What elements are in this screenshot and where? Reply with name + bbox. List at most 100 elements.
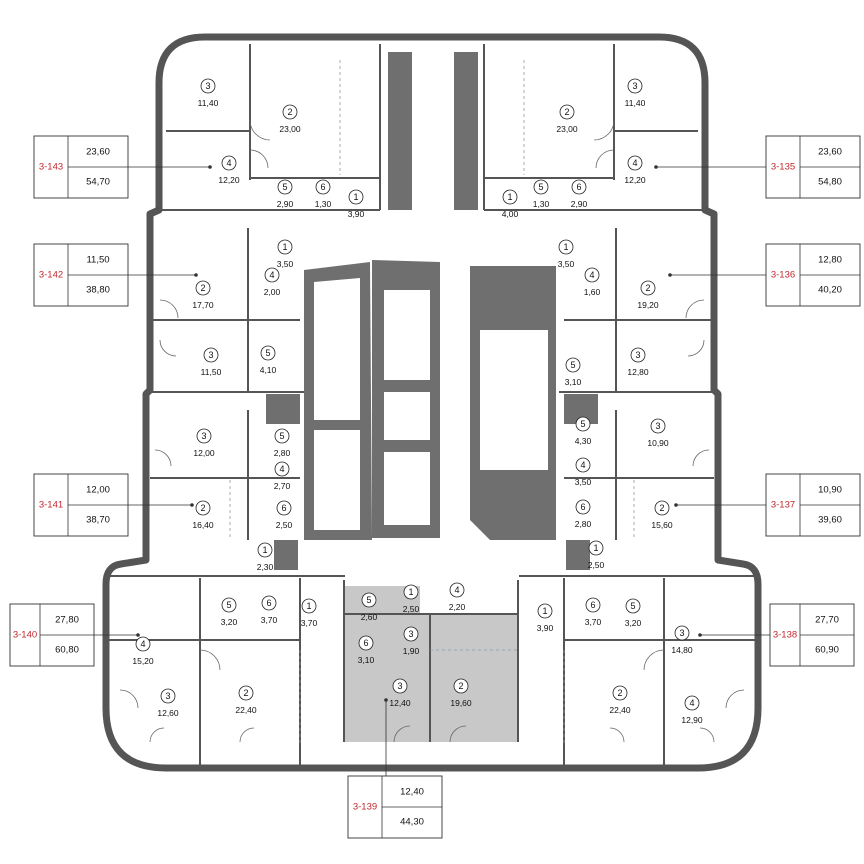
room-number: 1 [593,543,598,553]
room-number-circle [276,500,292,516]
room-number: 1 [542,606,547,616]
room-area: 2,60 [361,612,378,622]
apartment-code: 3-143 [39,162,63,173]
room-number-circle [654,500,670,516]
room-area: 12,00 [193,448,215,458]
room-area: 3,10 [358,655,375,665]
room-number: 3 [655,421,660,431]
room-label: 412,90 [681,695,703,725]
room-number: 3 [165,691,170,701]
room-number-circle [160,688,176,704]
apartment-code: 3-142 [39,270,63,281]
room-number: 5 [226,600,231,610]
room-label: 13,90 [348,189,365,219]
info-box-3-141: 3-141 12,00 38,70 [33,473,194,537]
zone-lines [229,60,635,745]
room-number-circle [274,428,290,444]
room-number: 4 [269,270,274,280]
room-label: 42,20 [449,582,466,612]
room-label: 12,50 [588,540,605,570]
apartment-code: 3-141 [39,500,63,511]
room-label: 31,90 [403,626,420,656]
room-area: 3,20 [625,618,642,628]
room-number: 3 [201,431,206,441]
room-label: 223,00 [556,104,578,134]
apartment-info-boxes: 3-143 23,60 54,70 3-142 11,50 38,80 3-14… [9,135,861,839]
room-number: 6 [363,638,368,648]
room-number-circle [612,685,628,701]
room-number-circle [200,78,216,94]
room-number: 6 [266,598,271,608]
room-number-circle [684,695,700,711]
room-label: 13,50 [558,239,575,269]
room-area: 15,20 [132,656,154,666]
room-label: 412,20 [624,155,646,185]
info-box-3-143: 3-143 23,60 54,70 [33,135,212,199]
room-number-circle [625,598,641,614]
room-number-circle [315,179,331,195]
room-number-circle [533,179,549,195]
room-number: 2 [458,681,463,691]
room-label: 12,30 [257,542,274,572]
room-label: 222,40 [235,685,257,715]
room-number-circle [221,597,237,613]
room-area: 3,70 [301,618,318,628]
room-number-circle [195,500,211,516]
room-number: 4 [689,698,694,708]
room-area: 2,00 [264,287,281,297]
room-number-circle [559,104,575,120]
room-area: 23,00 [279,124,301,134]
total-area: 38,70 [86,515,110,526]
room-area: 16,40 [192,520,214,530]
room-area: 3,70 [585,617,602,627]
room-area: 22,40 [609,705,631,715]
room-number-circle [571,179,587,195]
room-area: 1,90 [403,646,420,656]
room-label: 310,90 [647,418,669,448]
room-number: 1 [306,601,311,611]
room-number: 6 [576,182,581,192]
room-area: 1,30 [315,199,332,209]
room-area: 1,60 [584,287,601,297]
room-number: 4 [279,464,284,474]
total-area: 44,30 [400,817,424,828]
living-area: 23,60 [86,147,110,158]
room-area: 19,60 [450,698,472,708]
room-label: 14,00 [502,189,519,219]
living-area: 27,70 [815,615,839,626]
room-label: 312,80 [627,347,649,377]
partitions [106,44,758,768]
room-number: 3 [679,628,684,638]
room-area: 10,90 [647,438,669,448]
room-area: 2,90 [277,199,294,209]
room-label: 215,60 [651,500,673,530]
room-number-circle [348,189,364,205]
room-number: 5 [279,431,284,441]
room-area: 17,70 [192,300,214,310]
apartment-code: 3-137 [771,500,795,511]
total-area: 39,60 [818,515,842,526]
room-area: 2,50 [588,560,605,570]
room-number-circle [301,598,317,614]
living-area: 12,00 [86,485,110,496]
room-label: 41,60 [584,267,601,297]
room-number-circle [261,595,277,611]
room-number-circle [221,155,237,171]
room-label: 412,20 [218,155,240,185]
room-area: 23,00 [556,124,578,134]
room-number-circle [575,416,591,432]
apartment-code: 3-138 [773,630,797,641]
room-number-circle [584,267,600,283]
room-number-circle [277,239,293,255]
room-number: 6 [320,182,325,192]
room-number: 2 [617,688,622,698]
room-number: 3 [208,350,213,360]
total-area: 38,80 [86,285,110,296]
apartment-code: 3-136 [771,270,795,281]
room-number: 3 [632,81,637,91]
room-label: 54,30 [575,416,592,446]
room-label: 311,40 [625,78,646,108]
room-label: 62,80 [575,499,592,529]
room-area: 2,20 [449,602,466,612]
